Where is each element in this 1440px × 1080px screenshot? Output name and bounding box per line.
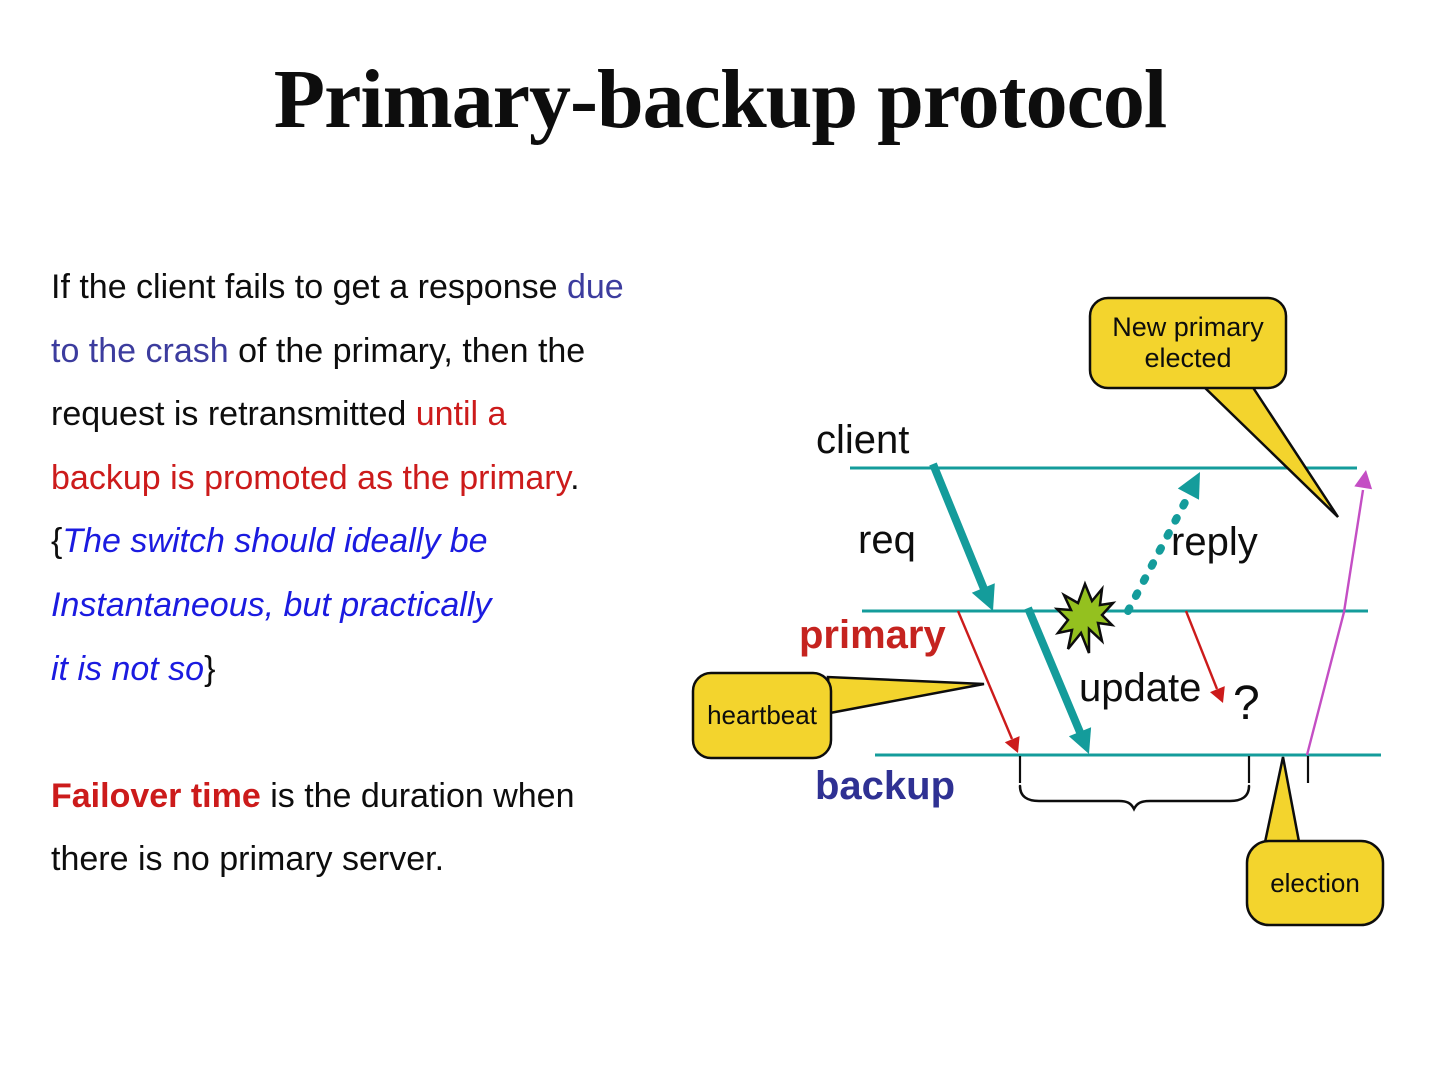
reply-arrow-dashed — [1124, 485, 1196, 615]
intro-paragraph: If the client fails to get a response du… — [51, 256, 711, 892]
text-segment: to the crash — [51, 331, 229, 370]
crash-starburst-icon — [1053, 580, 1117, 654]
reply-arrowhead — [1177, 472, 1200, 500]
update-label: update — [1079, 666, 1202, 710]
callout-heartbeat-bubble — [691, 671, 833, 760]
heartbeat-arrow — [956, 610, 1014, 740]
callout-election-bubble — [1245, 839, 1385, 927]
text-segment: due — [566, 268, 624, 306]
text-segment: until a — [415, 395, 507, 434]
text-segment: backup is promoted as the primary — [51, 458, 571, 497]
lost-message-arrow — [1184, 610, 1219, 690]
text-segment: is the duration when — [260, 776, 575, 815]
callout-new-primary-text: New primary elected — [1090, 298, 1286, 388]
new-primary-arrow — [1305, 489, 1365, 756]
text-line: there is no primary server. — [51, 828, 711, 892]
req-label: req — [858, 518, 916, 562]
text-line: to the crash of the primary, then the — [51, 320, 711, 384]
callout-heartbeat-text: heartbeat — [707, 700, 817, 730]
page-title: Primary-backup protocol — [273, 53, 1167, 146]
callout-new-primary-line1: New primary — [1112, 312, 1264, 342]
text-line: it is not so} — [51, 638, 711, 702]
text-segment: Failover time — [51, 776, 261, 815]
client-label: client — [816, 418, 910, 462]
text-line: Instantaneous, but practically — [51, 574, 711, 638]
text-segment: The switch should ideally be — [62, 522, 488, 561]
text-line: {The switch should ideally be — [51, 510, 711, 574]
failover-brace — [1018, 784, 1251, 812]
text-line: Failover time is the duration when — [51, 765, 711, 829]
text-segment: it is not so — [51, 649, 205, 688]
new-primary-arrowhead — [1354, 470, 1373, 490]
update-arrow — [1024, 606, 1086, 739]
update-arrowhead — [1068, 727, 1092, 754]
primary-label: primary — [799, 613, 946, 657]
callout-election-pointer — [1262, 756, 1302, 849]
text-segment: } — [204, 649, 216, 688]
callout-new-primary-pointer — [1196, 381, 1340, 518]
text-line: request is retransmitted until a — [51, 383, 711, 447]
callout-election-text: election — [1270, 867, 1360, 898]
text-line: If the client fails to get a response du… — [51, 256, 711, 320]
req-arrow — [929, 462, 988, 591]
req-arrowhead — [971, 583, 995, 611]
lost-message-label: ? — [1233, 677, 1260, 730]
text-segment: . — [570, 458, 580, 497]
callout-new-primary-bubble — [1088, 296, 1288, 390]
text-segment: If the client fails to get a response — [51, 268, 567, 306]
text-line: backup is promoted as the primary. — [51, 447, 711, 511]
heartbeat-arrowhead — [1004, 736, 1020, 753]
reply-label: reply — [1171, 520, 1258, 564]
text-segment: of the primary, then the — [228, 331, 586, 370]
callout-heartbeat-pointer — [826, 675, 985, 715]
lost-message-arrowhead — [1210, 686, 1225, 703]
text-segment: request is retransmitted — [51, 395, 416, 434]
text-segment: Instantaneous, but practically — [51, 585, 492, 624]
callout-new-primary-line2: elected — [1144, 343, 1232, 373]
text-segment: there is no primary server. — [51, 840, 445, 879]
backup-label: backup — [815, 764, 956, 808]
text-segment: { — [51, 522, 63, 561]
